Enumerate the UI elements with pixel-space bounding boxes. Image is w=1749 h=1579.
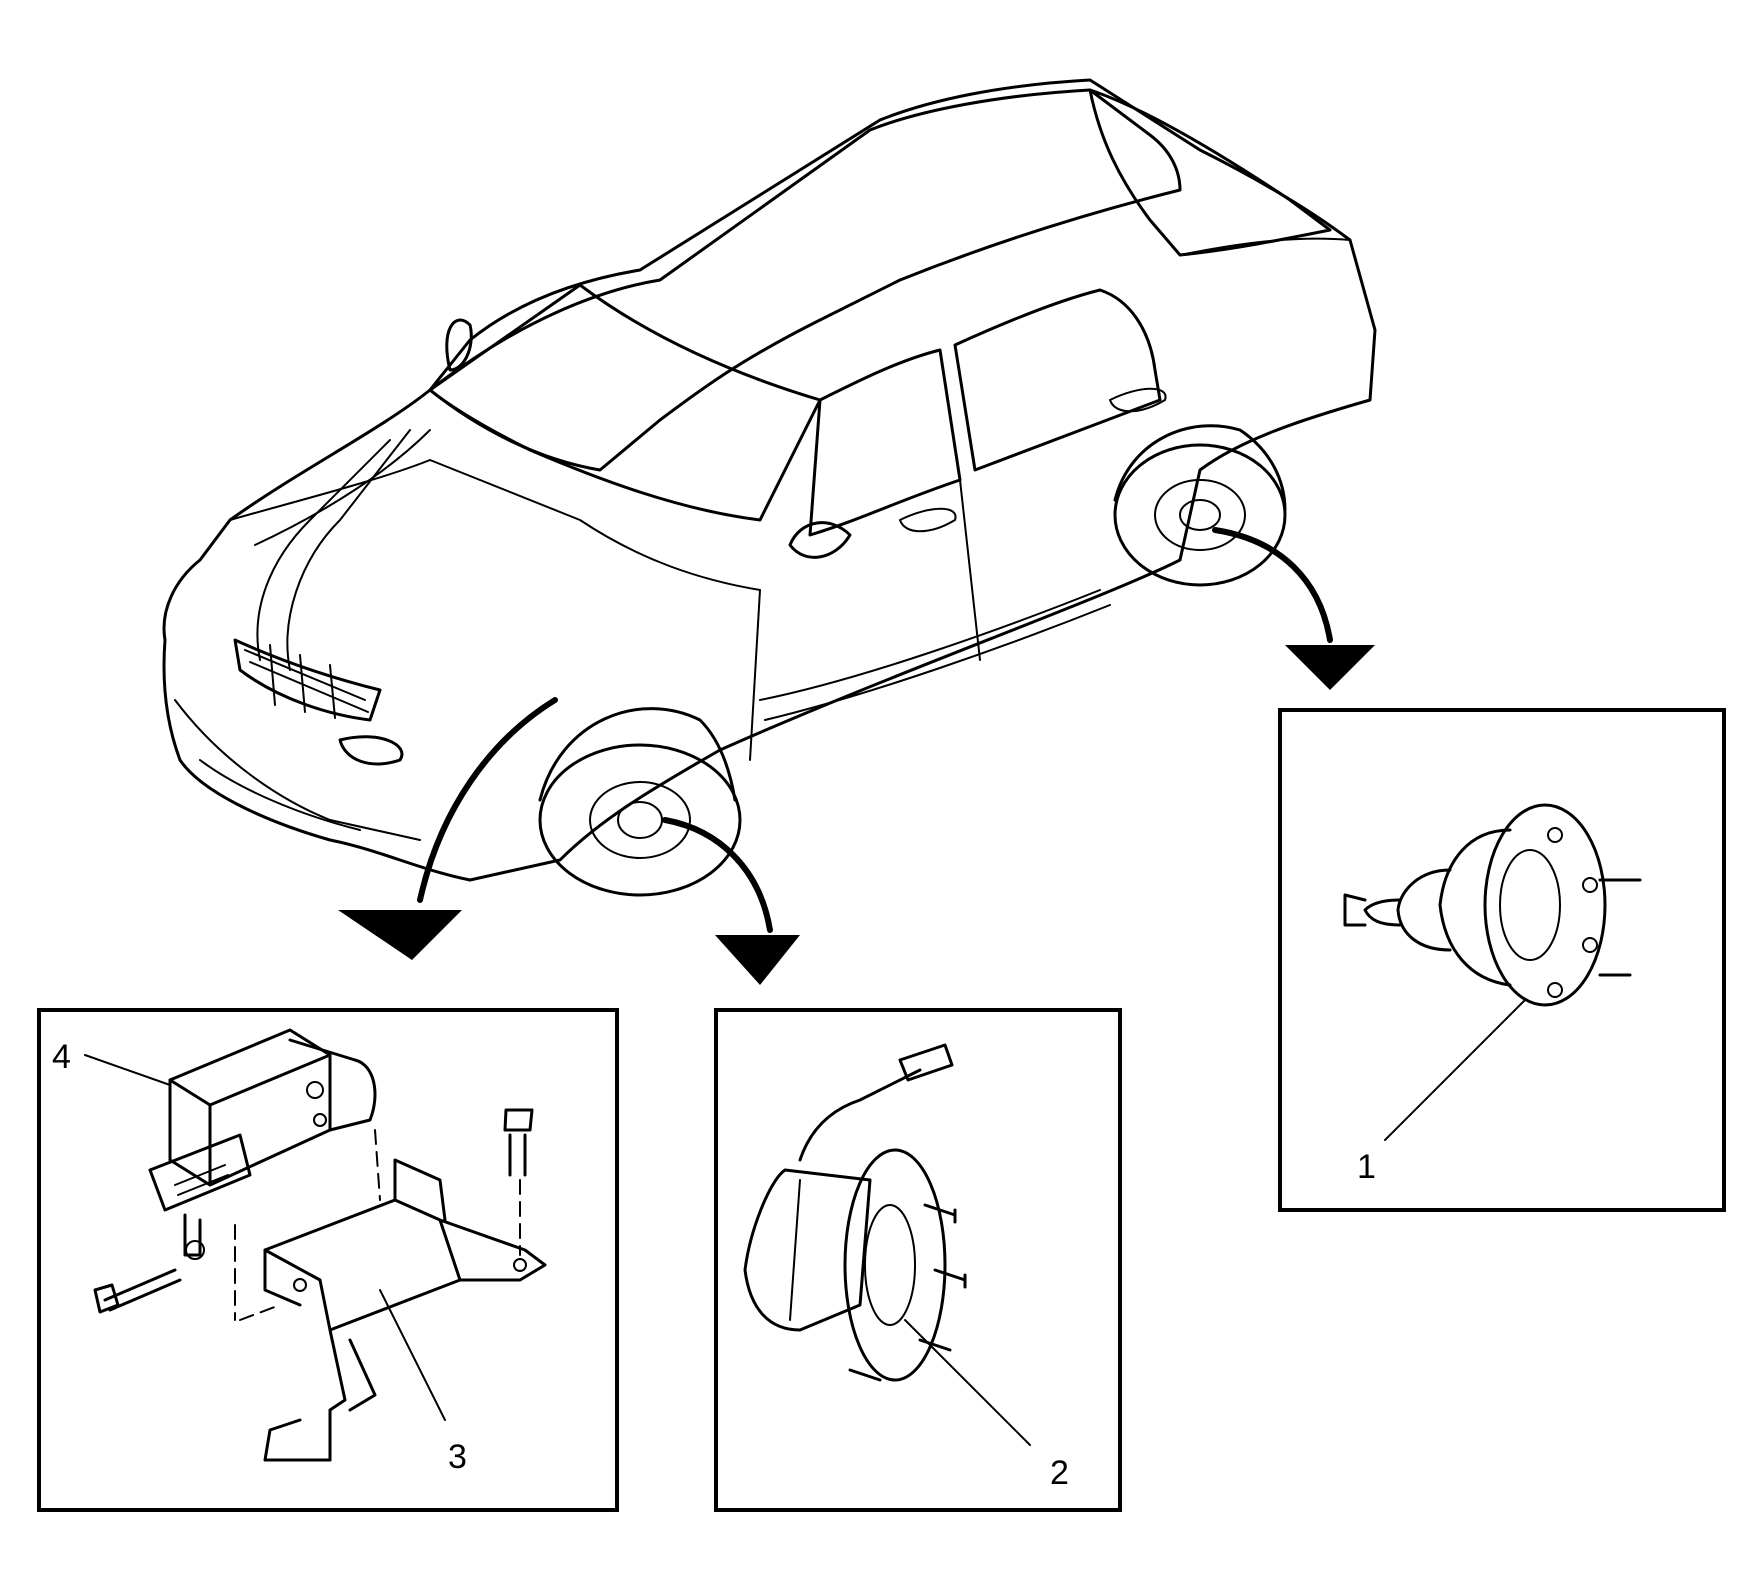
pointer-arrows (338, 527, 1375, 985)
arrow-to-ebcm-view (338, 910, 462, 960)
ebcm-bracket-detail-view: 3 4 (37, 1008, 619, 1512)
callout-3: 3 (448, 1438, 467, 1476)
arrow-to-rear-hub-view (1285, 645, 1375, 690)
mounting-bracket-icon (234, 1108, 547, 1462)
rear-hub-detail-view: 1 (1278, 708, 1726, 1212)
callout-4: 4 (52, 1038, 71, 1076)
front-hub-detail-view: 2 (714, 1008, 1122, 1512)
callout-2: 2 (1050, 1454, 1069, 1492)
rear-wheel-hub-bearing-icon (1343, 803, 1642, 1007)
vehicle-illustration (162, 78, 1377, 897)
arrow-to-front-hub-view (715, 935, 800, 985)
callout-1: 1 (1357, 1148, 1376, 1186)
front-wheel-hub-bearing-icon (743, 1043, 967, 1382)
brake-pressure-modulator-icon (93, 1028, 377, 1314)
